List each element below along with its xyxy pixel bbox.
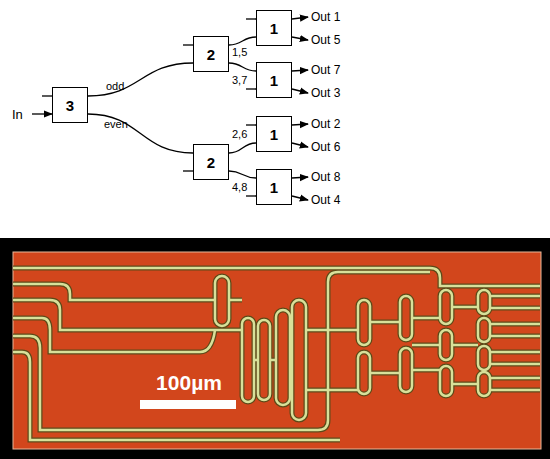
module-box: 2 — [193, 144, 229, 180]
output-name: Out 7 — [311, 64, 340, 76]
channel-label: 4,8 — [232, 182, 247, 193]
port-stubs — [42, 19, 256, 196]
output-arrow — [292, 143, 308, 147]
module-number: 1 — [270, 21, 278, 36]
output-arrow — [292, 17, 308, 19]
module-box: 3 — [52, 87, 88, 123]
channel-curve — [229, 37, 256, 45]
channel-curve — [88, 114, 193, 153]
output-name: Out 1 — [311, 11, 340, 23]
channel-curve — [229, 143, 256, 153]
output-name: Out 4 — [311, 194, 340, 206]
channel-curve — [229, 171, 256, 178]
module-number: 1 — [270, 127, 278, 142]
output-name: Out 8 — [311, 171, 340, 183]
channel-label: even — [104, 119, 128, 130]
input-arrow — [32, 113, 52, 114]
module-number: 1 — [270, 73, 278, 88]
waveguide-outline — [13, 268, 540, 440]
port-stub — [246, 124, 256, 125]
output-name: Out 5 — [311, 34, 340, 46]
channel-curve — [88, 63, 193, 96]
module-number: 2 — [207, 155, 215, 170]
channel-label: 1,5 — [232, 47, 247, 58]
port-stub — [183, 170, 193, 171]
channel-curve — [229, 63, 256, 71]
chip-photo — [13, 252, 541, 449]
module-box: 1 — [256, 62, 292, 98]
module-number: 1 — [270, 180, 278, 195]
channel-label: 2,6 — [232, 129, 247, 140]
scale-text: 100µm — [156, 372, 222, 393]
module-number: 3 — [66, 98, 74, 113]
output-arrow — [292, 124, 308, 125]
port-stub — [246, 18, 256, 19]
module-box: 2 — [193, 36, 229, 72]
module-box: 1 — [256, 116, 292, 152]
port-name: In — [12, 108, 23, 121]
output-name: Out 6 — [311, 141, 340, 153]
photo-backdrop — [0, 238, 550, 459]
port-stub — [246, 88, 256, 89]
waveguide — [13, 268, 540, 440]
output-arrow — [292, 177, 308, 178]
output-name: Out 2 — [311, 118, 340, 130]
port-stub — [183, 44, 193, 45]
output-arrow — [292, 89, 308, 93]
output-arrow — [292, 70, 308, 71]
module-box: 1 — [256, 10, 292, 46]
module-number: 2 — [207, 47, 215, 62]
output-name: Out 3 — [311, 87, 340, 99]
output-arrow — [292, 37, 308, 40]
port-stub — [246, 195, 256, 196]
scale-bar — [140, 400, 236, 409]
channel-label: odd — [106, 81, 124, 92]
port-stub — [42, 95, 52, 96]
channel-label: 3,7 — [232, 75, 247, 86]
module-box: 1 — [256, 169, 292, 205]
output-arrow — [292, 196, 308, 200]
